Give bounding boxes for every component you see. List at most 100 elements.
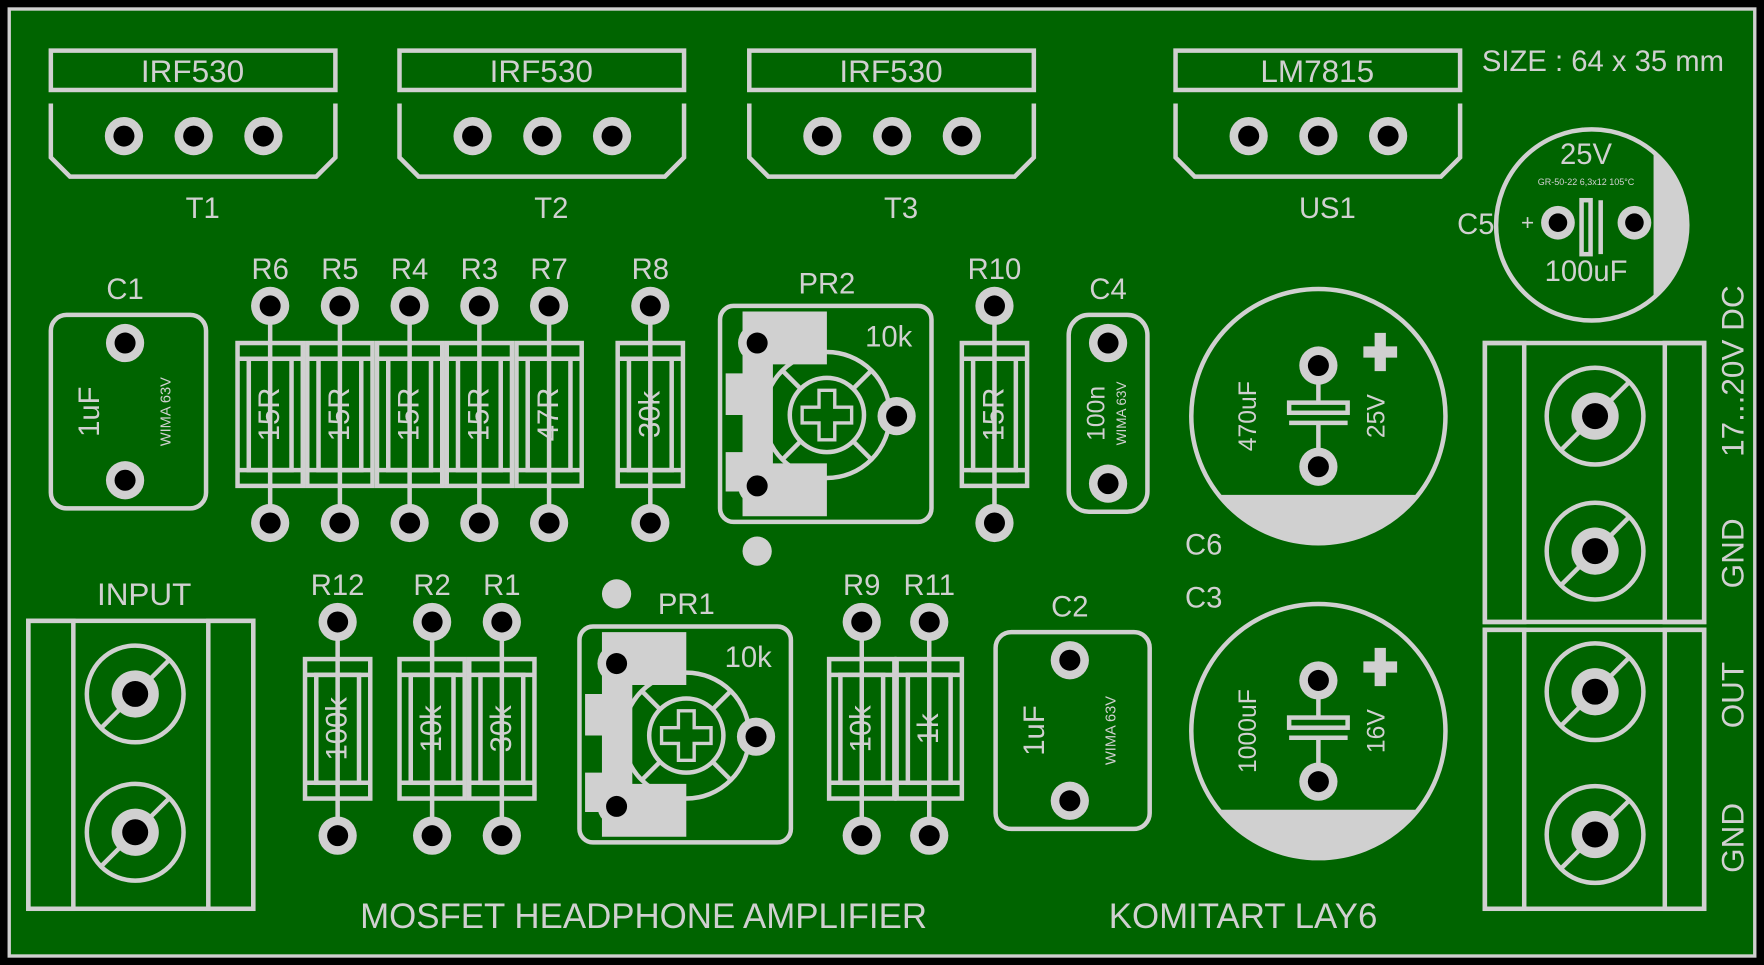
- capacitor-value: 1uF: [74, 386, 106, 436]
- solder-pad: [460, 286, 499, 326]
- solder-pad: [1571, 668, 1619, 716]
- solder-pad: [803, 116, 842, 156]
- solder-pad: [1088, 323, 1128, 363]
- solder-pad: [738, 466, 777, 505]
- polarity-mark: +: [1521, 210, 1534, 235]
- solder-pad: [597, 644, 636, 683]
- alignment-dot: [742, 536, 772, 566]
- solder-pad: [1299, 661, 1338, 700]
- resistor-footprint: 15R R10: [959, 254, 1030, 523]
- capacitor-type: WIMA 63V: [1103, 696, 1119, 765]
- solder-pad: [842, 816, 881, 855]
- part-number: IRF530: [490, 53, 593, 89]
- solder-pad: [631, 286, 670, 326]
- solder-pad: [1299, 762, 1338, 801]
- resistor-value: 15R: [978, 388, 1010, 442]
- resistor-footprint: 15R R4: [374, 254, 445, 523]
- output-terminal-block: [1482, 627, 1707, 912]
- capacitor-value: 470uF: [1235, 381, 1262, 451]
- reference-designator: R2: [413, 570, 450, 602]
- reference-designator: C1: [106, 274, 143, 306]
- solder-pad: [251, 286, 290, 326]
- board-title: MOSFET HEADPHONE AMPLIFIER: [360, 897, 927, 936]
- solder-pad: [1299, 346, 1338, 385]
- trimmer-value: 10k: [725, 642, 773, 674]
- resistor-value: 47R: [533, 388, 565, 442]
- resistor-value: 10k: [846, 705, 878, 753]
- trimmer-footprint: 10k PR1: [577, 579, 794, 845]
- electrolytic-capacitor-footprint: 470uF 25V C6: [1185, 286, 1448, 561]
- solder-pad: [529, 503, 569, 543]
- solder-pad: [105, 323, 145, 363]
- board-size-label: SIZE : 64 x 35 mm: [1482, 46, 1724, 78]
- capacitor-voltage: 25V: [1363, 394, 1390, 439]
- reference-designator: C6: [1185, 529, 1222, 561]
- input-label: INPUT: [97, 576, 191, 612]
- resistor-value: 15R: [394, 388, 426, 442]
- resistor-value: 30k: [634, 391, 666, 439]
- terminal-label: GND: [1714, 803, 1750, 873]
- solder-pad: [320, 286, 360, 326]
- solder-pad: [1541, 205, 1575, 240]
- alignment-dot: [601, 579, 632, 609]
- solder-pad: [1368, 116, 1408, 156]
- reference-designator: T1: [186, 193, 220, 225]
- trimmer-value: 10k: [865, 321, 913, 353]
- solder-pad: [592, 116, 632, 156]
- reference-designator: C3: [1185, 582, 1222, 614]
- resistor-footprint: 30k R8: [615, 254, 686, 523]
- solder-pad: [1299, 116, 1338, 156]
- solder-pad: [523, 116, 562, 156]
- resistor-value: 30k: [486, 705, 518, 753]
- resistor-footprint: 10k R2: [397, 570, 467, 836]
- reference-designator: PR1: [658, 589, 715, 621]
- reference-designator: T2: [534, 193, 568, 225]
- capacitor-value: 100n: [1083, 386, 1110, 441]
- resistor-footprint: 15R R5: [305, 254, 375, 523]
- reference-designator: R3: [461, 254, 498, 286]
- terminal-label: OUT: [1714, 662, 1750, 728]
- solder-pad: [318, 816, 357, 855]
- capacitor-value: 100uF: [1545, 256, 1628, 288]
- reference-designator: C5: [1457, 209, 1494, 241]
- reference-designator: R4: [391, 254, 428, 286]
- resistor-value: 100k: [322, 697, 354, 761]
- solder-pad: [174, 116, 213, 156]
- part-number: IRF530: [141, 53, 244, 89]
- resistor-value: 15R: [324, 388, 356, 442]
- reference-designator: R5: [321, 254, 358, 286]
- solder-pad: [910, 602, 949, 642]
- capacitor-value: 1uF: [1019, 705, 1051, 755]
- reference-designator: R8: [632, 254, 669, 286]
- solder-pad: [412, 816, 452, 855]
- solder-pad: [1050, 641, 1089, 680]
- solder-pad: [104, 116, 144, 156]
- solder-pad: [1229, 116, 1268, 156]
- reference-designator: T3: [884, 193, 918, 225]
- solder-pad: [910, 816, 949, 855]
- solder-pad: [244, 116, 283, 156]
- reference-designator: R10: [968, 254, 1022, 286]
- solder-pad: [631, 503, 670, 543]
- solder-pad: [1571, 527, 1619, 575]
- resistor-value: 10k: [416, 705, 448, 753]
- solder-pad: [251, 503, 290, 543]
- capacitor-voltage: 16V: [1363, 709, 1390, 754]
- capacitor-type: WIMA 63V: [159, 377, 175, 446]
- reference-designator: US1: [1299, 193, 1356, 225]
- solder-pad: [877, 397, 916, 436]
- solder-pad: [460, 503, 499, 543]
- solder-pad: [1050, 781, 1089, 820]
- reference-designator: R9: [843, 570, 880, 602]
- solder-pad: [842, 602, 881, 642]
